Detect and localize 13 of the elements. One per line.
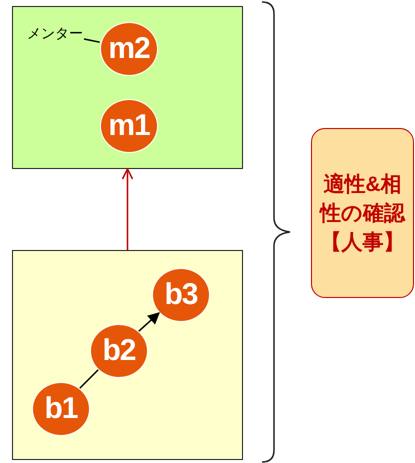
arrow xyxy=(138,312,160,332)
connector-line xyxy=(79,369,99,389)
circle-node: b1 xyxy=(32,382,90,436)
arrow xyxy=(122,168,134,250)
circle-node: m1 xyxy=(100,99,158,153)
mentor-label: メンター xyxy=(27,25,85,43)
leader-line xyxy=(84,38,100,43)
group-box xyxy=(12,250,243,460)
group-box xyxy=(12,6,243,169)
circle-node: b2 xyxy=(90,324,148,378)
circle-node: m2 xyxy=(100,22,158,76)
circle-node: b3 xyxy=(152,268,210,322)
note-box: 適性&相性の確認【人事】 xyxy=(311,128,414,298)
